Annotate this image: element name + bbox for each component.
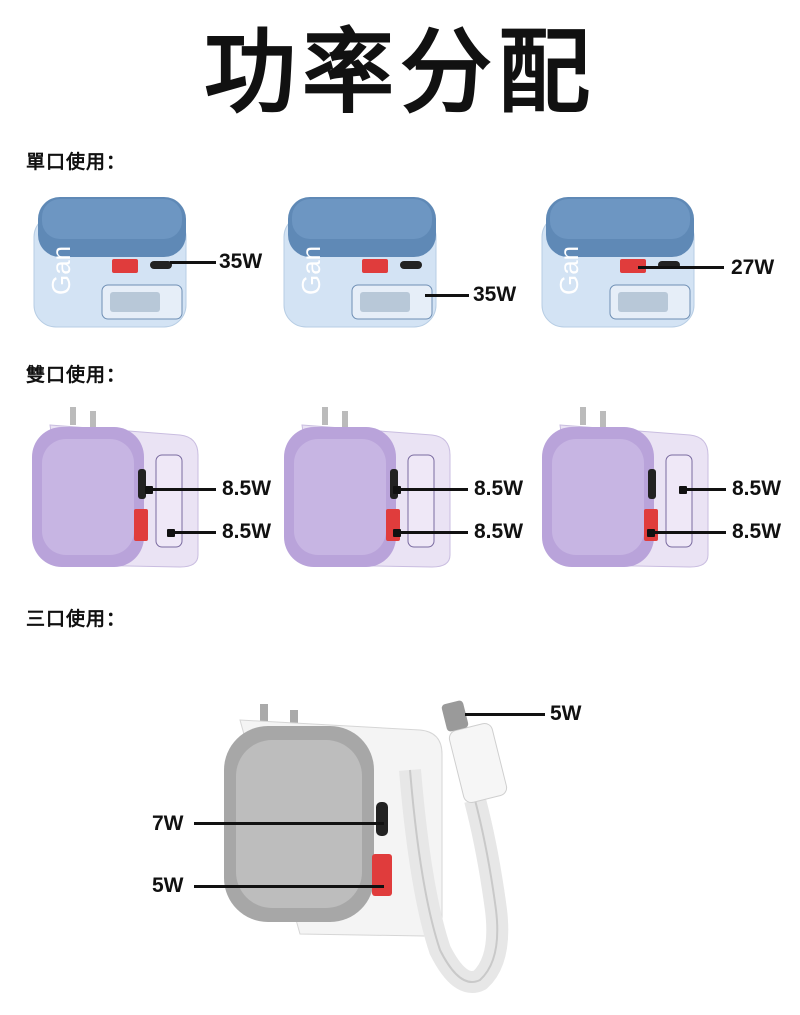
- callout-line: [425, 294, 469, 297]
- callout-line: [638, 266, 724, 269]
- svg-text:Gan: Gan: [46, 246, 76, 295]
- callout-dot: [647, 529, 655, 537]
- callout-cable: 8.5W: [732, 477, 782, 500]
- callout-dot: [393, 486, 401, 494]
- section-label-triple: 三口使用：: [26, 608, 127, 630]
- callout-dot: [679, 486, 687, 494]
- callout-usb-a: 27W: [731, 256, 775, 279]
- callout-cable: 8.5W: [222, 520, 272, 543]
- callout-usb-c: 35W: [219, 250, 263, 273]
- callout-line: [465, 713, 545, 716]
- callout-line: [172, 531, 216, 534]
- purple-charger-image: [32, 407, 199, 568]
- callout-dot: [145, 486, 153, 494]
- blue-charger-image: Gan: [283, 197, 437, 328]
- callout-line: [652, 531, 726, 534]
- page-title: 功率分配: [203, 19, 596, 126]
- callout-usb-c: 8.5W: [222, 477, 272, 500]
- callout-dot: [167, 529, 175, 537]
- callout-dot: [393, 529, 401, 537]
- section-label-single: 單口使用：: [26, 151, 127, 173]
- callout-line: [684, 488, 726, 491]
- svg-text:Gan: Gan: [554, 246, 584, 295]
- callout-usb-c: 8.5W: [474, 477, 524, 500]
- callout-line: [398, 531, 468, 534]
- callout-line: [170, 261, 216, 264]
- blue-charger-image: Gan: [33, 197, 187, 328]
- callout-line: [194, 822, 384, 825]
- callout-usb-a: 8.5W: [732, 520, 782, 543]
- callout-line: [398, 488, 468, 491]
- callout-line: [150, 488, 216, 491]
- svg-text:Gan: Gan: [296, 246, 326, 295]
- section-label-dual: 雙口使用：: [26, 364, 127, 386]
- callout-usb-a: 5W: [152, 874, 184, 897]
- callout-cable: 5W: [550, 702, 582, 725]
- callout-line: [194, 885, 384, 888]
- callout-usb-c: 7W: [152, 812, 184, 835]
- callout-usb-a: 8.5W: [474, 520, 524, 543]
- purple-charger-image: [284, 407, 451, 568]
- blue-charger-image: Gan: [541, 197, 695, 328]
- silver-charger-image: [224, 700, 509, 993]
- callout-cable: 35W: [473, 283, 517, 306]
